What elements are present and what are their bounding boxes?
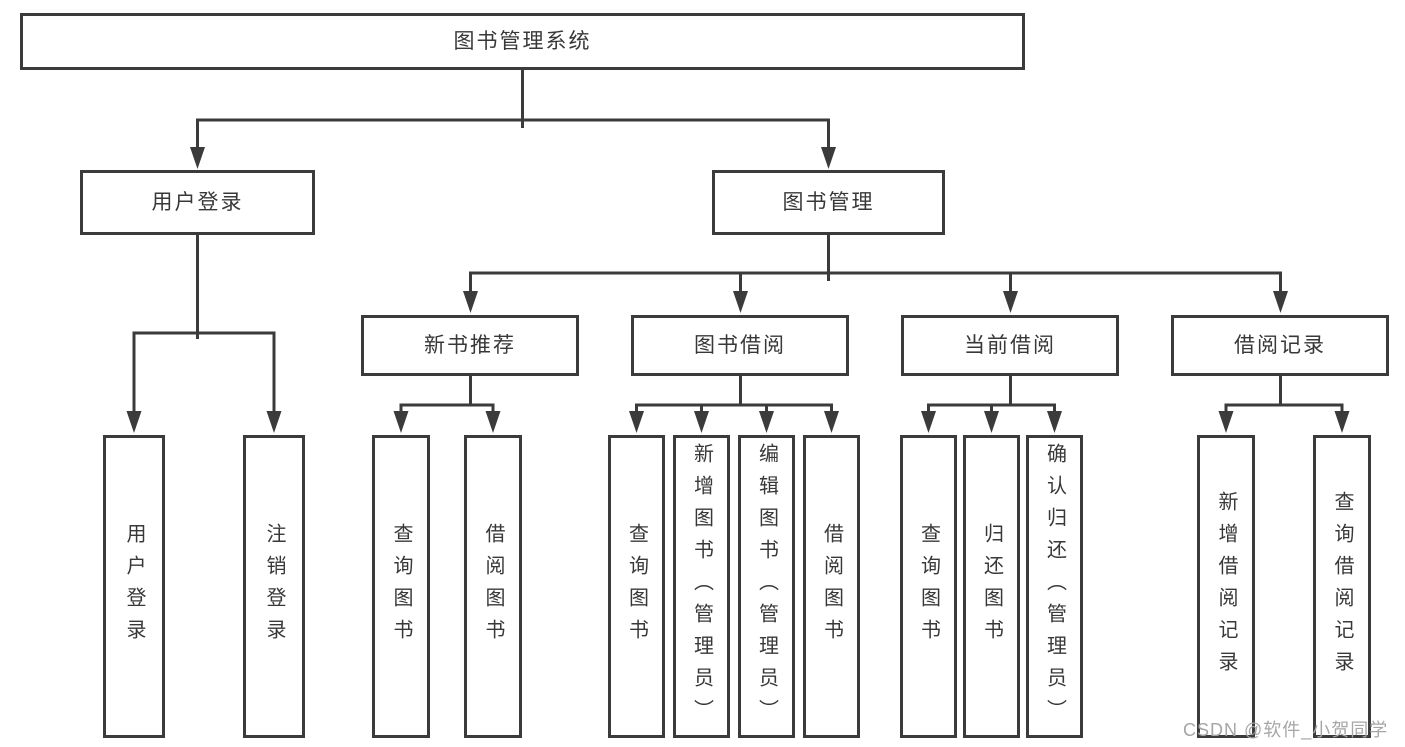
leaf-borrow-add-book: 新增图书（管理员） [673, 435, 730, 738]
node-user-login: 用户登录 [80, 170, 315, 235]
node-book-mgmt: 图书管理 [712, 170, 945, 235]
node-label: 确认归还（管理员） [1043, 442, 1066, 731]
leaf-records-query: 查询借阅记录 [1313, 435, 1371, 738]
node-label: 查询借阅记录 [1331, 490, 1353, 683]
node-label: 新增图书（管理员） [690, 442, 713, 731]
leaf-current-confirm-return: 确认归还（管理员） [1026, 435, 1083, 738]
leaf-newbook-query: 查询图书 [372, 435, 430, 738]
node-label: 图书管理 [782, 191, 875, 214]
connector-current-borrow-children [921, 376, 1062, 433]
leaf-current-return: 归还图书 [963, 435, 1020, 738]
leaf-user-login: 用户登录 [103, 435, 165, 738]
node-label: 归还图书 [980, 522, 1003, 651]
node-label: 查询图书 [390, 522, 412, 651]
node-label: 借阅记录 [1234, 334, 1326, 357]
node-label: 用户登录 [151, 191, 244, 214]
node-book-borrow: 图书借阅 [631, 315, 849, 376]
node-label: 当前借阅 [964, 334, 1056, 357]
node-label: 新增借阅记录 [1215, 490, 1237, 683]
node-label: 新书推荐 [424, 334, 516, 357]
connector-new-book-children [393, 376, 501, 433]
connector-root-to-level2 [190, 70, 836, 169]
leaf-newbook-borrow: 借阅图书 [464, 435, 522, 738]
node-label: 图书管理系统 [453, 30, 592, 53]
node-root: 图书管理系统 [20, 13, 1025, 70]
node-label: 图书借阅 [694, 334, 786, 357]
csdn-watermark: CSDN @软件_小贺同学 [1183, 720, 1389, 740]
node-label: 用户登录 [123, 522, 145, 651]
connector-user-login-children [126, 235, 282, 433]
leaf-borrow-edit-book: 编辑图书（管理员） [738, 435, 795, 738]
node-borrow-records: 借阅记录 [1171, 315, 1389, 376]
leaf-borrow-borrow-book: 借阅图书 [803, 435, 860, 738]
leaf-records-add: 新增借阅记录 [1197, 435, 1255, 738]
node-label: 查询图书 [625, 522, 648, 651]
node-new-book-rec: 新书推荐 [361, 315, 579, 376]
node-current-borrow: 当前借阅 [901, 315, 1119, 376]
node-label: 注销登录 [263, 522, 285, 651]
connector-book-borrow-children [629, 376, 839, 433]
connector-book-mgmt-to-level3 [463, 235, 1288, 313]
node-label: 借阅图书 [820, 522, 843, 651]
leaf-logout: 注销登录 [243, 435, 305, 738]
leaf-borrow-query: 查询图书 [608, 435, 665, 738]
node-label: 编辑图书（管理员） [755, 442, 778, 731]
leaf-current-query: 查询图书 [900, 435, 957, 738]
node-label: 借阅图书 [482, 522, 504, 651]
node-label: 查询图书 [917, 522, 940, 651]
connector-borrow-records-children [1218, 376, 1350, 433]
